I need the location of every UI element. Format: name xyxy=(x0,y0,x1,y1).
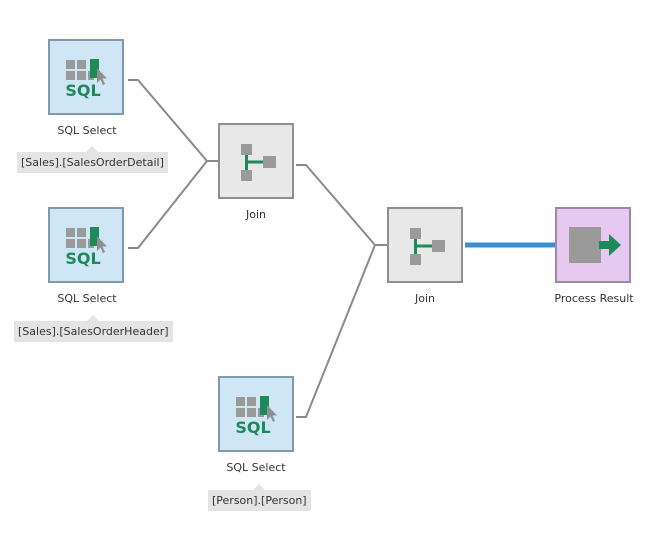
table-tag-1[interactable]: [Sales].[SalesOrderDetail] xyxy=(17,146,168,173)
join-icon xyxy=(241,144,276,181)
join-label-1: Join xyxy=(245,208,266,221)
sql-select-node-3[interactable]: SQL xyxy=(218,376,294,452)
sql-icon-text: SQL xyxy=(65,81,100,100)
connector-sql1-join1[interactable] xyxy=(128,79,218,162)
join-node-2[interactable] xyxy=(387,207,463,283)
sql-icon-text: SQL xyxy=(65,249,100,268)
sql-icon-text: SQL xyxy=(235,418,270,437)
join-icon xyxy=(410,228,445,265)
sql-select-icon: SQL xyxy=(65,59,107,100)
sql-select-label-3: SQL Select xyxy=(226,461,286,474)
connector-sql3-join2[interactable] xyxy=(296,244,387,418)
sql-select-label-1: SQL Select xyxy=(57,124,117,137)
connector-sql2-join1[interactable] xyxy=(128,160,218,249)
process-result-label: Process Result xyxy=(554,292,634,305)
table-tag-2[interactable]: [Sales].[SalesOrderHeader] xyxy=(14,315,173,342)
sql-select-icon: SQL xyxy=(235,396,277,437)
sql-select-label-2: SQL Select xyxy=(57,292,117,305)
join-label-2: Join xyxy=(414,292,435,305)
sql-select-node-2[interactable]: SQL xyxy=(48,207,124,283)
process-result-node[interactable] xyxy=(555,207,631,283)
table-tag-3[interactable]: [Person].[Person] xyxy=(208,484,311,511)
connector-join1-join2[interactable] xyxy=(296,164,387,246)
sql-select-node-1[interactable]: SQL xyxy=(48,39,124,115)
sql-select-icon: SQL xyxy=(65,227,107,268)
join-node-1[interactable] xyxy=(218,123,294,199)
process-result-icon xyxy=(569,227,621,263)
